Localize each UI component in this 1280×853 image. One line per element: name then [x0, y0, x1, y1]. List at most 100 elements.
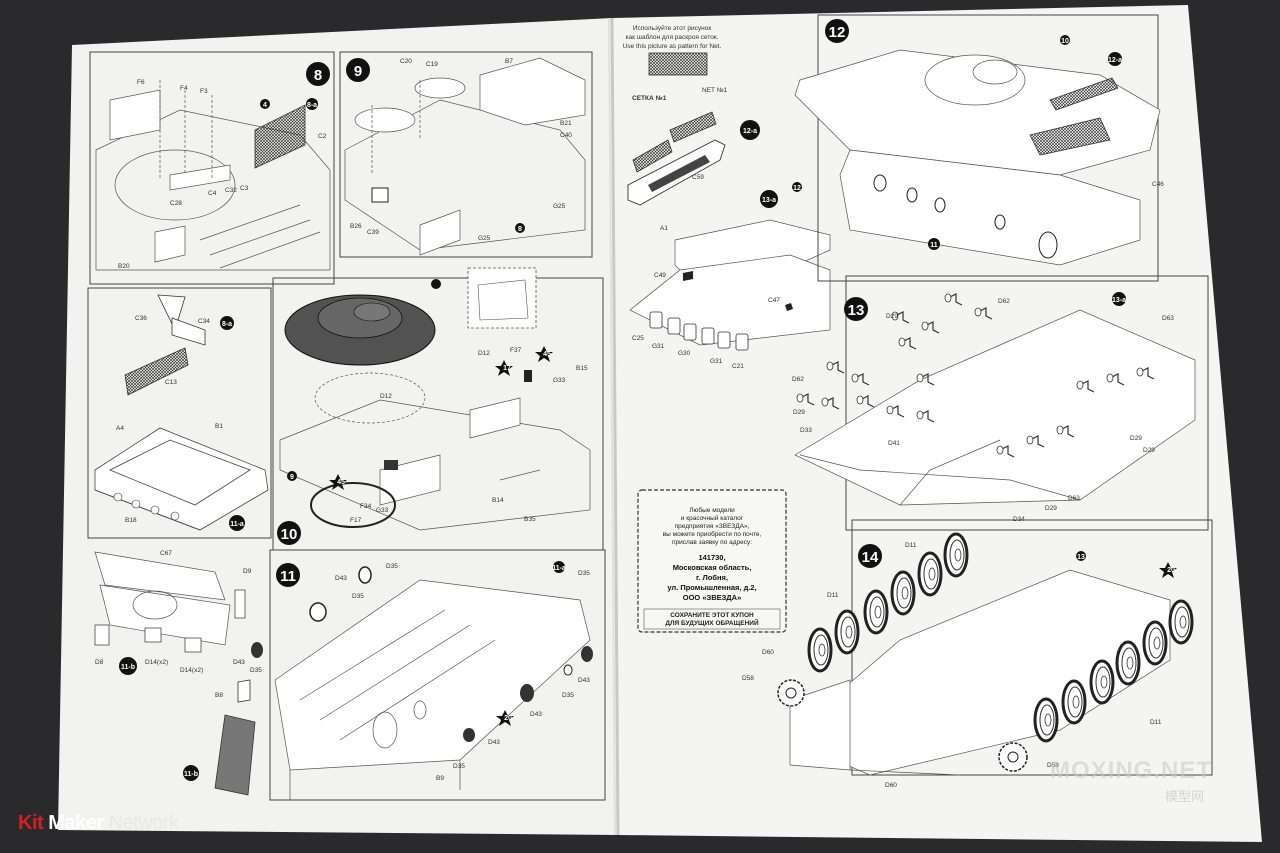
ref-9-badge — [287, 471, 297, 481]
step-11a-number: 11-a — [230, 521, 244, 528]
part-B18: B18 — [125, 517, 137, 524]
ref-11b-badge — [183, 765, 199, 781]
part-C21: C21 — [732, 363, 744, 370]
part-B1: B1 — [215, 423, 223, 430]
part-C4: C4 — [208, 190, 217, 197]
ref-9-label: 9 — [290, 474, 294, 481]
ref-13-badge — [1076, 551, 1086, 561]
net-line1: Используйте этот рисунок — [633, 24, 711, 32]
part-F6: F6 — [137, 79, 145, 86]
ref-13a-label: 13-a — [1112, 297, 1126, 304]
part-D62-b: D62 — [792, 376, 804, 383]
part-D35-d: D35 — [250, 667, 262, 674]
ref-11-badge — [928, 238, 940, 250]
part-D29-d: D29 — [1045, 505, 1057, 512]
step-8a-number: 8-a — [222, 321, 232, 328]
ref-8-label: 8 — [518, 226, 522, 233]
part-D43-d: D43 — [530, 711, 542, 718]
part-D43-c: D43 — [578, 677, 590, 684]
part-B9: B9 — [436, 775, 444, 782]
badge-45-b: 45 — [337, 479, 345, 486]
step-9-panel: 9 8 C20 C19 B7 B21 C40 G25 G25 B26 C39 — [339, 51, 593, 258]
step-8-panel: 8 8-a 4 F6 F4 F3 C2 C4 C32 C3 C28 B20 — [89, 51, 335, 285]
step-9-number: 9 — [354, 63, 362, 80]
step-13a-badge — [760, 190, 778, 208]
step-10-number: 10 — [281, 526, 298, 543]
step-13-panel: 13 13-a D29 D29 D29 D29 D29 D62 D62 D63 … — [792, 275, 1209, 531]
step-12a-badge — [740, 120, 760, 140]
ref-8-badge — [515, 223, 525, 233]
step-11-number: 11 — [280, 568, 296, 585]
moxing-watermark: MOXING.NET — [1050, 757, 1213, 784]
step-8-badge — [306, 62, 330, 86]
ref-11a-label: 11-a — [552, 565, 566, 572]
part-C36: C36 — [135, 315, 147, 322]
part-C40: C40 — [560, 132, 572, 139]
part-D11-a: D11 — [905, 542, 917, 549]
step-14-panel: 14 13 20 D11 D11 D11 D60 D60 D58 D58 — [742, 519, 1213, 789]
step-11b-badge — [119, 657, 137, 675]
part-D58-a: D58 — [742, 675, 754, 682]
part-D29-c: D29 — [1143, 447, 1155, 454]
coupon-l5: прислав заявку по адресу: — [672, 539, 752, 546]
moxing-watermark-sub: 模型网 — [1165, 790, 1205, 805]
part-D35-a: D35 — [386, 563, 398, 570]
part-G25-a: G25 — [553, 203, 566, 210]
part-D11-b: D11 — [827, 592, 839, 599]
part-C13: C13 — [165, 379, 177, 386]
ref-12-label: 12 — [793, 185, 801, 192]
step-13-number: 13 — [848, 302, 865, 319]
badge-20-b: 20 — [1167, 567, 1175, 574]
step-12a-number: 12-a — [743, 128, 757, 135]
ref-8a-label: 8-a — [307, 102, 317, 109]
ref-13-label: 13 — [1077, 554, 1085, 561]
step-13a-number: 13-a — [762, 197, 776, 204]
part-D43-b: D43 — [233, 659, 245, 666]
ref-12-badge — [792, 182, 802, 192]
part-D43-a: D43 — [335, 575, 347, 582]
part-C25: C25 — [632, 335, 644, 342]
part-C20: C20 — [400, 58, 412, 65]
part-B26: B26 — [350, 223, 362, 230]
part-D14x2-a: D14(x2) — [145, 659, 168, 666]
part-B7: B7 — [505, 58, 513, 65]
part-D43-e: D43 — [488, 739, 500, 746]
coupon-l4: вы можете приобрести по почте, — [663, 530, 762, 538]
net-line3: Use this picture as pattern for Net. — [623, 43, 722, 50]
part-G33-b: G33 — [376, 507, 389, 514]
part-D63-b: D63 — [1068, 495, 1080, 502]
ref-10-badge — [1060, 35, 1070, 45]
coupon-region: Московская область, — [673, 563, 752, 572]
part-D41: D41 — [888, 440, 900, 447]
part-G25-b: G25 — [478, 235, 491, 242]
part-D14x2-b: D14(x2) — [180, 667, 203, 674]
coupon-city: г. Лобня, — [696, 573, 728, 582]
turret — [284, 294, 436, 366]
net-label-en: NET №1 — [702, 87, 728, 94]
ref-4-label: 4 — [263, 102, 267, 109]
step-14-number: 14 — [862, 549, 879, 566]
part-B35: B35 — [524, 516, 536, 523]
step-11-badge — [276, 563, 300, 587]
step-8a-panel-badge — [220, 316, 234, 330]
part-G30: G30 — [678, 350, 691, 357]
part-D58-b: D58 — [1047, 762, 1059, 769]
step-11b-number: 11-b — [121, 664, 135, 671]
ref-11-label: 11 — [930, 242, 938, 249]
order-coupon: Любые модели и красочный каталог предпри… — [637, 489, 787, 633]
part-F4: F4 — [180, 85, 188, 92]
part-B21: B21 — [560, 120, 572, 127]
part-D35-f: D35 — [453, 763, 465, 770]
part-B15: B15 — [576, 365, 588, 372]
step-9-badge — [346, 58, 370, 82]
coupon-keep2: ДЛЯ БУДУЩИХ ОБРАЩЕНИЙ — [665, 618, 759, 627]
badge-45-a: 45 — [543, 351, 551, 358]
coupon-l1: Любые модели — [689, 506, 735, 514]
part-D9: D9 — [243, 568, 252, 575]
part-C19: C19 — [426, 61, 438, 68]
part-D60-a: D60 — [762, 649, 774, 656]
part-D12-b: D12 — [380, 393, 392, 400]
ref-9-top-badge — [431, 279, 441, 289]
part-D8: D8 — [95, 659, 104, 666]
step-10-panel: 9 10 17 45 45 D12 D12 F37 B15 G33 G33 F3… — [272, 267, 604, 551]
